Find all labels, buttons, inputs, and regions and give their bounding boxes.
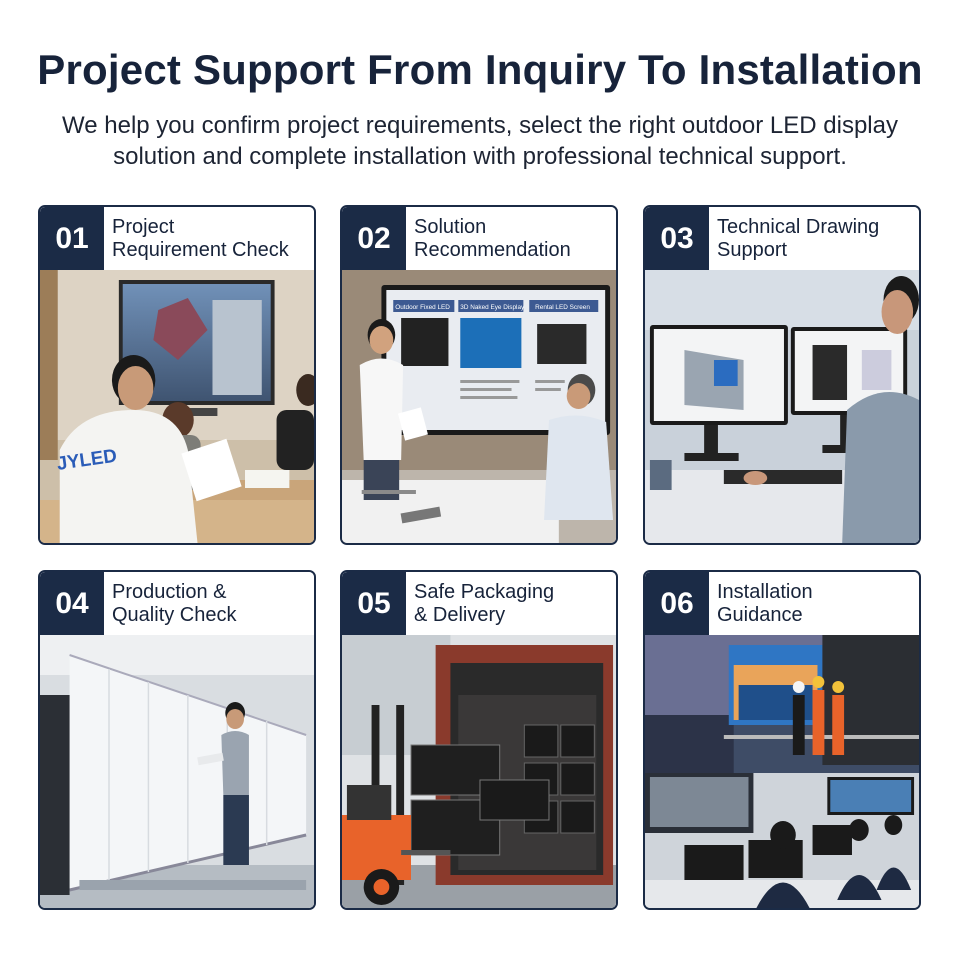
step-title-line2: & Delivery xyxy=(414,604,506,626)
shipping-container-photo xyxy=(342,635,616,908)
step-title: Production & Quality Check xyxy=(112,581,312,627)
step-title-line1: Safe Packaging xyxy=(414,581,555,603)
step-title-line2: Guidance xyxy=(717,604,803,626)
step-number: 06 xyxy=(645,572,709,635)
step-header: 04 Production & Quality Check xyxy=(40,572,314,635)
step-card-02: 02 Solution Recommendation Outdoor Fixed… xyxy=(340,205,618,545)
step-card-01: 01 Project Requirement Check JYLED xyxy=(38,205,316,545)
step-title: Installation Guidance xyxy=(717,581,917,627)
step-card-03: 03 Technical Drawing Support xyxy=(643,205,921,545)
screen-col2-label: 3D Naked Eye Display xyxy=(460,304,525,311)
page-subtitle: We help you confirm project requirements… xyxy=(60,110,900,172)
factory-photo xyxy=(40,635,314,908)
step-title-line1: Installation xyxy=(717,581,813,603)
subtitle-line-1: We help you confirm project requirements… xyxy=(62,112,898,139)
step-title: Safe Packaging & Delivery xyxy=(414,581,614,627)
subtitle-line-2: solution and complete installation with … xyxy=(113,143,847,170)
meeting-photo: JYLED xyxy=(40,270,314,543)
step-number: 03 xyxy=(645,207,709,270)
step-title-line1: Technical Drawing xyxy=(717,216,880,238)
step-title-line1: Production & xyxy=(112,581,227,603)
step-header: 02 Solution Recommendation xyxy=(342,207,616,270)
step-number: 04 xyxy=(40,572,104,635)
step-card-05: 05 Safe Packaging & Delivery xyxy=(340,570,618,910)
screen-col1-label: Outdoor Fixed LED xyxy=(395,304,450,311)
step-title-line1: Project xyxy=(112,216,175,238)
step-header: 03 Technical Drawing Support xyxy=(645,207,919,270)
step-card-04: 04 Production & Quality Check xyxy=(38,570,316,910)
step-title-line2: Support xyxy=(717,239,788,261)
step-title: Technical Drawing Support xyxy=(717,216,917,262)
installation-photo xyxy=(645,635,919,908)
step-number: 02 xyxy=(342,207,406,270)
step-number: 05 xyxy=(342,572,406,635)
step-header: 01 Project Requirement Check xyxy=(40,207,314,270)
screen-col3-label: Rental LED Screen xyxy=(535,304,590,311)
presentation-photo: Outdoor Fixed LED 3D Naked Eye Display R… xyxy=(342,270,616,543)
step-card-06: 06 Installation Guidance xyxy=(643,570,921,910)
step-title: Solution Recommendation xyxy=(414,216,614,262)
step-title-line1: Solution xyxy=(414,216,487,238)
step-title-line2: Quality Check xyxy=(112,604,237,626)
step-header: 05 Safe Packaging & Delivery xyxy=(342,572,616,635)
step-header: 06 Installation Guidance xyxy=(645,572,919,635)
page-title: Project Support From Inquiry To Installa… xyxy=(37,46,923,93)
drawing-workstation-photo xyxy=(645,270,919,543)
step-title: Project Requirement Check xyxy=(112,216,312,262)
step-title-line2: Recommendation xyxy=(414,239,571,261)
step-title-line2: Requirement Check xyxy=(112,239,289,261)
step-number: 01 xyxy=(40,207,104,270)
